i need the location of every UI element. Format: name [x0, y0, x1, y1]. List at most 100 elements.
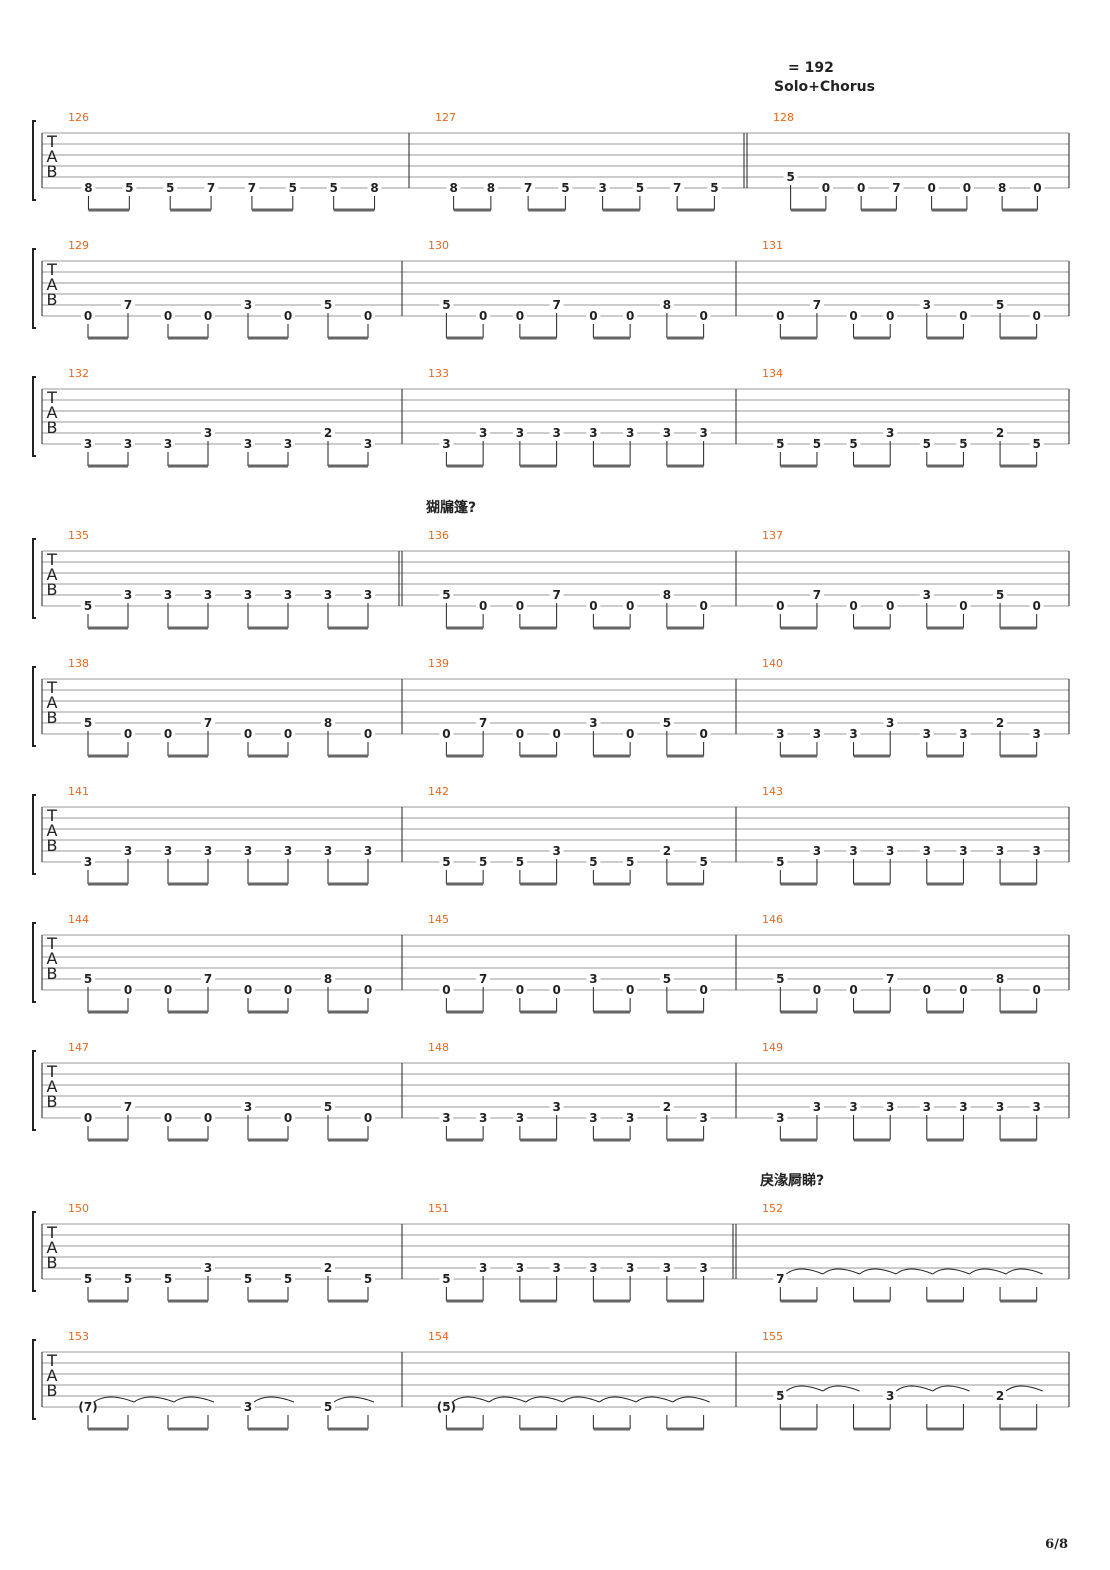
fret-number: 3 — [244, 844, 252, 858]
fret-bg — [81, 1272, 95, 1285]
fret-bg — [281, 437, 295, 450]
system-bracket — [32, 248, 36, 329]
fret-number: 5 — [516, 855, 524, 869]
fret-number: 0 — [886, 309, 894, 323]
fret-bg — [549, 298, 564, 311]
fret-bg — [281, 983, 295, 996]
fret-bg — [241, 298, 255, 311]
system-bracket — [32, 538, 36, 619]
fret-number: 3 — [923, 727, 931, 741]
fret-bg — [883, 426, 898, 439]
fret-number: 3 — [923, 588, 931, 602]
tie — [133, 1396, 175, 1403]
fret-number: 7 — [776, 1272, 784, 1286]
fret-bg — [993, 1100, 1008, 1113]
fret-bg — [476, 1261, 491, 1274]
fret-bg — [512, 1111, 527, 1124]
fret-number: 3 — [923, 298, 931, 312]
fret-bg — [919, 983, 934, 996]
fret-bg — [659, 716, 674, 729]
fret-bg — [549, 1100, 564, 1113]
fret-number: 0 — [516, 309, 524, 323]
fret-bg — [558, 181, 573, 194]
fret-number: 0 — [589, 309, 597, 323]
tie — [969, 1268, 1007, 1275]
tab-clef: A — [47, 821, 58, 840]
page-number: 6/8 — [1045, 1537, 1068, 1552]
fret-number: 3 — [124, 588, 132, 602]
fret-number: 3 — [244, 588, 252, 602]
fret-bg — [696, 426, 711, 439]
fret-number: 7 — [124, 298, 132, 312]
fret-number: 2 — [663, 844, 671, 858]
fret-bg — [1029, 983, 1044, 996]
fret-bg — [773, 1389, 788, 1402]
fret-bg — [476, 716, 491, 729]
fret-number: 8 — [324, 972, 332, 986]
fret-number: 7 — [813, 588, 821, 602]
fret-bg — [846, 1100, 861, 1113]
fret-number: 0 — [164, 309, 172, 323]
fret-number: 8 — [449, 181, 457, 195]
fret-bg — [241, 727, 255, 740]
fret-bg — [623, 309, 638, 322]
fret-number: 3 — [552, 426, 560, 440]
fret-bg — [201, 844, 215, 857]
fret-bg — [846, 844, 861, 857]
fret-number: 3 — [626, 1111, 634, 1125]
tie — [173, 1396, 215, 1403]
fret-bg — [623, 855, 638, 868]
fret-number: 3 — [886, 1389, 894, 1403]
fret-bg — [773, 727, 788, 740]
fret-number: 7 — [552, 298, 560, 312]
tie — [672, 1396, 710, 1403]
fret-number: 5 — [164, 1272, 172, 1286]
tab-clef: T — [46, 1351, 57, 1370]
fret-number: 0 — [699, 599, 707, 613]
fret-bg — [924, 181, 939, 194]
fret-bg — [586, 599, 601, 612]
fret-bg — [81, 716, 95, 729]
measure-number: 138 — [68, 657, 89, 670]
fret-number: 2 — [324, 426, 332, 440]
fret-number: 3 — [776, 1111, 784, 1125]
fret-number: 5 — [324, 1100, 332, 1114]
tie — [932, 1385, 970, 1392]
tab-clef: B — [47, 580, 58, 599]
fret-number: 0 — [959, 983, 967, 997]
fret-number: 0 — [849, 599, 857, 613]
fret-bg — [476, 426, 491, 439]
fret-bg — [512, 599, 527, 612]
tab-clef: A — [47, 693, 58, 712]
fret-bg — [285, 181, 300, 194]
fret-number: 0 — [84, 309, 92, 323]
fret-bg — [512, 1261, 527, 1274]
fret-bg — [773, 437, 788, 450]
fret-number: 3 — [364, 437, 372, 451]
fret-number: 5 — [324, 1400, 332, 1414]
fret-bg — [121, 588, 135, 601]
fret-number: 3 — [886, 844, 894, 858]
section-marker-136: 猢牖篷? — [426, 500, 477, 516]
fret-bg — [1029, 599, 1044, 612]
fret-number: 3 — [204, 588, 212, 602]
fret-number: 2 — [663, 1100, 671, 1114]
fret-number: 0 — [124, 983, 132, 997]
fret-bg — [81, 599, 95, 612]
fret-number: 0 — [626, 727, 634, 741]
fret-bg — [241, 1272, 255, 1285]
fret-bg — [204, 181, 219, 194]
tie — [599, 1396, 637, 1403]
fret-bg — [367, 181, 382, 194]
fret-number: 5 — [324, 298, 332, 312]
fret-bg — [476, 972, 491, 985]
tie — [635, 1396, 674, 1403]
fret-number: 5 — [166, 181, 174, 195]
fret-number: 3 — [244, 1400, 252, 1414]
fret-bg — [121, 298, 135, 311]
fret-number: 7 — [892, 181, 900, 195]
fret-bg — [707, 181, 722, 194]
fret-number: 3 — [244, 298, 252, 312]
tie — [1005, 1268, 1043, 1275]
fret-bg — [773, 309, 788, 322]
